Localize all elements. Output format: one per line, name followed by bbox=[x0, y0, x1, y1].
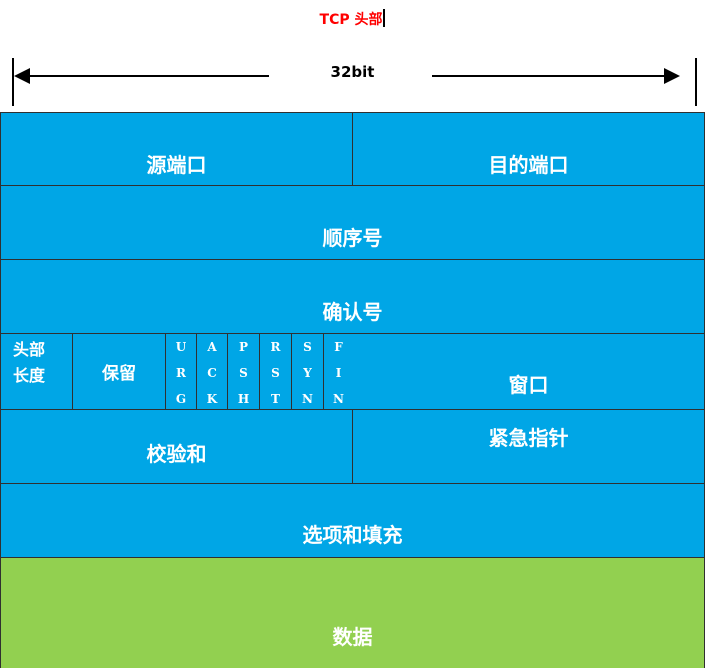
source-port-label: 源端口 bbox=[146, 152, 207, 177]
sequence-number-field: 顺序号 bbox=[0, 185, 705, 260]
flag-ack-char2: C bbox=[207, 366, 217, 380]
flag-rst-char1: R bbox=[270, 340, 281, 354]
title-text: TCP 头部 bbox=[319, 12, 383, 28]
flag-syn-char1: S bbox=[303, 340, 312, 354]
ack-number-field: 确认号 bbox=[0, 259, 705, 334]
ack-number-label: 确认号 bbox=[322, 300, 383, 324]
flag-psh: P S H bbox=[227, 333, 260, 410]
reserved-label: 保留 bbox=[102, 364, 136, 384]
header-length-label-line1: 头部 bbox=[13, 340, 46, 359]
flag-psh-char2: S bbox=[239, 366, 248, 380]
options-padding-field: 选项和填充 bbox=[0, 483, 705, 558]
urgent-pointer-label: 紧急指针 bbox=[488, 426, 569, 450]
window-label: 窗口 bbox=[508, 373, 549, 397]
flag-fin-char1: F bbox=[334, 340, 343, 354]
sequence-number-label: 顺序号 bbox=[322, 226, 383, 250]
width-label: 32bit bbox=[330, 63, 375, 81]
data-field: 数据 bbox=[0, 557, 705, 668]
reserved-field: 保留 bbox=[72, 333, 166, 410]
header-length-field: 头部 长度 bbox=[0, 333, 73, 410]
right-arrow-line bbox=[432, 75, 666, 77]
flag-fin: F I N bbox=[323, 333, 354, 410]
flag-rst-char3: T bbox=[271, 392, 280, 406]
checksum-field: 校验和 bbox=[0, 409, 353, 484]
left-arrow-line bbox=[28, 75, 269, 77]
width-right-tick bbox=[695, 58, 697, 106]
flag-ack-char3: K bbox=[206, 392, 218, 406]
width-left-tick bbox=[12, 58, 14, 106]
header-length-label-line2: 长度 bbox=[13, 366, 46, 385]
flag-urg-char1: U bbox=[175, 340, 187, 354]
options-padding-label: 选项和填充 bbox=[302, 523, 403, 547]
flag-ack-char1: A bbox=[207, 340, 217, 354]
flag-ack: A C K bbox=[196, 333, 228, 410]
flag-syn: S Y N bbox=[291, 333, 324, 410]
checksum-label: 校验和 bbox=[146, 442, 207, 466]
flag-psh-char3: H bbox=[237, 392, 250, 406]
dest-port-field: 目的端口 bbox=[352, 112, 705, 186]
flag-urg-char2: R bbox=[176, 366, 186, 380]
flag-psh-char1: P bbox=[238, 340, 249, 354]
flag-fin-char2: I bbox=[335, 366, 342, 380]
flag-syn-char3: N bbox=[302, 392, 313, 406]
flag-rst-char2: S bbox=[271, 366, 280, 380]
urgent-pointer-field: 紧急指针 bbox=[352, 409, 705, 484]
diagram-title: TCP 头部 bbox=[0, 9, 705, 31]
flag-syn-char2: Y bbox=[303, 366, 312, 380]
flag-urg-char3: G bbox=[175, 392, 187, 406]
data-label: 数据 bbox=[332, 624, 373, 649]
right-arrowhead-icon bbox=[664, 68, 680, 84]
flag-fin-char3: N bbox=[333, 392, 344, 406]
flag-rst: R S T bbox=[259, 333, 292, 410]
dest-port-label: 目的端口 bbox=[488, 152, 569, 177]
window-field: 窗口 bbox=[353, 333, 705, 410]
flag-urg: U R G bbox=[165, 333, 197, 410]
text-cursor bbox=[383, 9, 386, 27]
left-arrowhead-icon bbox=[14, 68, 30, 84]
source-port-field: 源端口 bbox=[0, 112, 353, 186]
